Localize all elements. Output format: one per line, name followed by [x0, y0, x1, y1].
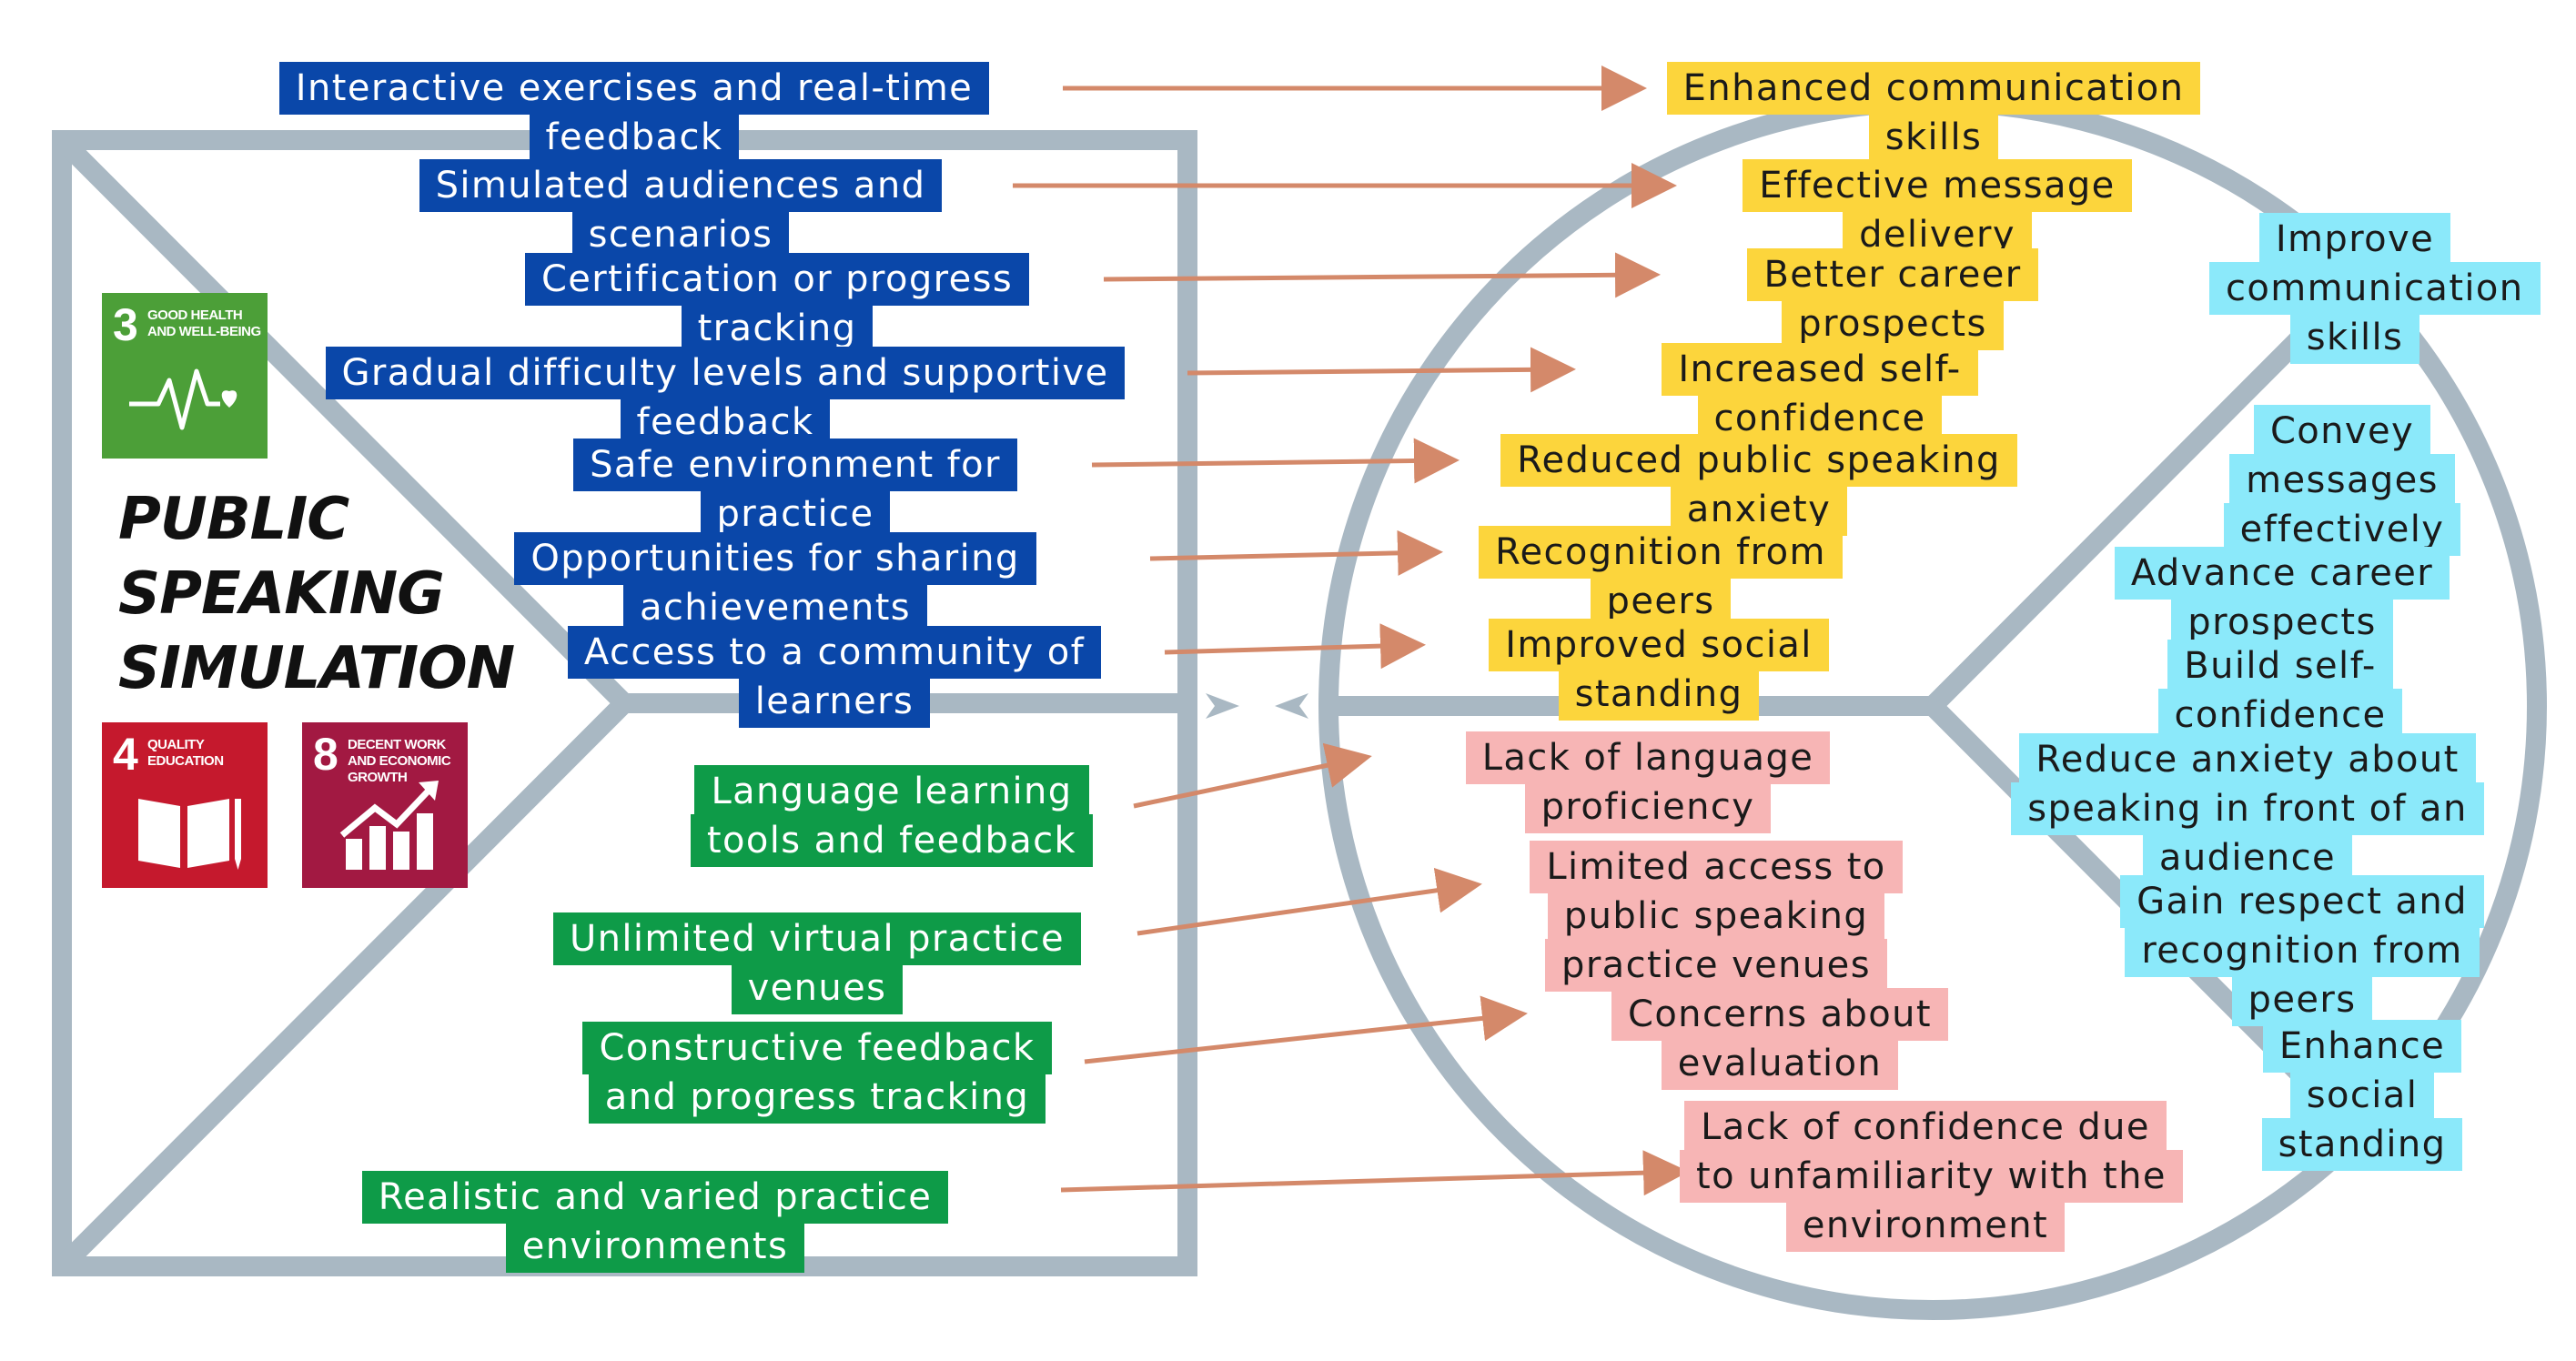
title-line: SIMULATION	[118, 635, 515, 702]
pain-label: Concerns about evaluation	[1525, 988, 2035, 1090]
pain-label: Lack of confidence due to unfamiliarity …	[1680, 1101, 2183, 1252]
sdg-label: GOOD HEALTH AND WELL-BEING	[147, 307, 261, 339]
connector-arrow	[1133, 742, 1372, 809]
gain-label: Effective message delivery	[1674, 159, 2200, 261]
sdg-8-icon: 8 DECENT WORK AND ECONOMIC GROWTH	[302, 722, 468, 888]
sdg-label: DECENT WORK AND ECONOMIC GROWTH	[348, 737, 451, 785]
gain-label: Increased self-confidence	[1572, 343, 2067, 445]
gain-label: Improved social standing	[1421, 619, 1896, 721]
fit-arrows	[1206, 693, 1308, 719]
job-label: Advance career prospects	[2027, 547, 2537, 649]
sdg-number: 3	[113, 299, 138, 350]
job-label: Enhance social standing	[2218, 1020, 2506, 1171]
job-label: Improve communication skills	[2209, 213, 2541, 364]
connector-arrow	[1091, 438, 1460, 484]
solution-label: Constructive feedback and progress track…	[555, 1022, 1079, 1124]
pain-label: Lack of language proficiency	[1370, 731, 1925, 833]
job-label: Gain respect and recognition from peers	[2084, 875, 2520, 1026]
job-label: Convey messages effectively	[2169, 405, 2515, 556]
feature-label: Safe environment for practice	[504, 439, 1086, 540]
feature-label: Simulated audiences and scenarios	[353, 159, 1008, 261]
sdg-4-icon: 4 QUALITY EDUCATION	[102, 722, 268, 888]
connector-arrows	[1013, 66, 1689, 1196]
pain-label: Limited access to public speaking practi…	[1489, 841, 1944, 992]
heartbeat-icon	[129, 368, 237, 430]
growth-chart-icon	[339, 781, 439, 870]
sdg-label: QUALITY EDUCATION	[147, 737, 224, 769]
feature-label: Certification or progress tracking	[455, 253, 1099, 355]
connector-arrow	[1136, 867, 1482, 936]
solution-label: Unlimited virtual practice venues	[506, 912, 1128, 1014]
sdg-number: 4	[113, 729, 138, 780]
page-title: PUBLIC SPEAKING SIMULATION	[118, 482, 515, 706]
job-label: Reduce anxiety about speaking in front o…	[1956, 733, 2539, 884]
feature-label: Interactive exercises and real-time feed…	[211, 62, 1057, 164]
gain-label: Reduced public speaking anxiety	[1456, 434, 2062, 536]
book-icon	[138, 799, 241, 870]
job-label: Build self-confidence	[2078, 640, 2482, 741]
title-line: PUBLIC	[118, 486, 349, 553]
connector-arrow	[1149, 529, 1443, 576]
feature-label: Access to a community of learners	[510, 626, 1159, 728]
sdg-number: 8	[313, 729, 338, 780]
fit-arrow-right-icon	[1206, 693, 1239, 719]
title-line: SPEAKING	[118, 560, 445, 628]
solution-label: Language learning tools and feedback	[664, 765, 1119, 867]
fit-arrow-left-icon	[1275, 693, 1308, 719]
connector-arrow	[1103, 252, 1661, 298]
sdg-3-icon: 3 GOOD HEALTH AND WELL-BEING	[102, 293, 268, 459]
solution-label: Realistic and varied practice environmen…	[253, 1171, 1057, 1273]
connector-arrow	[1060, 1150, 1689, 1196]
feature-label: Gradual difficulty levels and supportive…	[268, 347, 1183, 449]
gain-label: Recognition from peers	[1441, 526, 1880, 628]
connector-arrow	[1164, 623, 1426, 670]
connector-arrow	[1084, 995, 1528, 1064]
feature-label: Opportunities for sharing achievements	[406, 532, 1145, 634]
gain-label: Enhanced communication skills	[1643, 62, 2224, 164]
connector-arrow	[1187, 347, 1576, 393]
gain-label: Better career prospects	[1656, 248, 2129, 350]
